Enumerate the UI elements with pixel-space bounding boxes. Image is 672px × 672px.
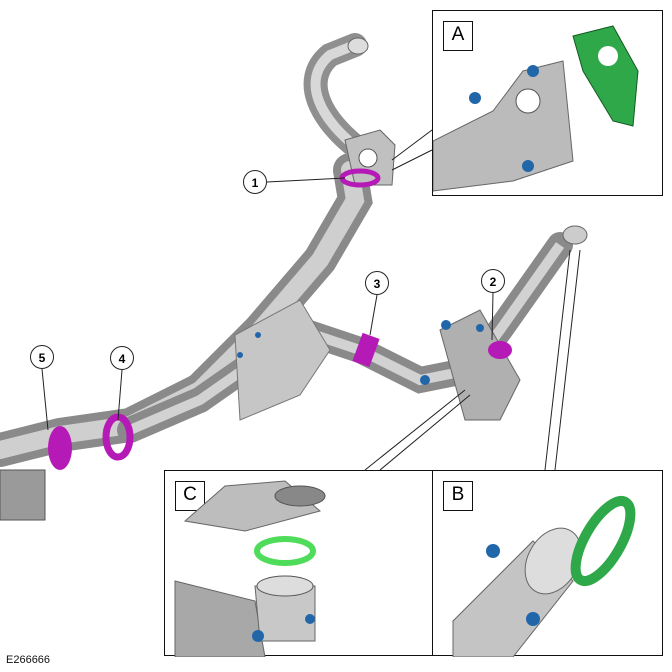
inset-a: A <box>432 10 663 196</box>
callout-1: 1 <box>243 170 267 194</box>
inset-a-label: A <box>443 21 473 51</box>
figure-code: E266666 <box>6 654 51 666</box>
callout-4: 4 <box>110 346 134 370</box>
callout-5: 5 <box>30 345 54 369</box>
bolt-icons <box>237 320 484 385</box>
inset-b-illustration <box>452 496 636 657</box>
inset-c-illustration <box>174 480 326 657</box>
leader-lines <box>41 129 581 471</box>
inset-c: C <box>164 470 433 657</box>
inset-a-illustration <box>433 25 639 192</box>
clamp-5 <box>48 426 72 470</box>
callout-2: 2 <box>481 269 505 293</box>
callout-3: 3 <box>365 271 389 295</box>
inset-b-label: B <box>443 481 473 511</box>
heat-shield <box>234 299 331 421</box>
catalytic-converter <box>439 309 521 421</box>
inset-c-label: C <box>175 481 205 511</box>
clamp-3 <box>352 332 380 368</box>
inset-b: B <box>432 470 663 657</box>
clamp-2 <box>488 341 512 359</box>
